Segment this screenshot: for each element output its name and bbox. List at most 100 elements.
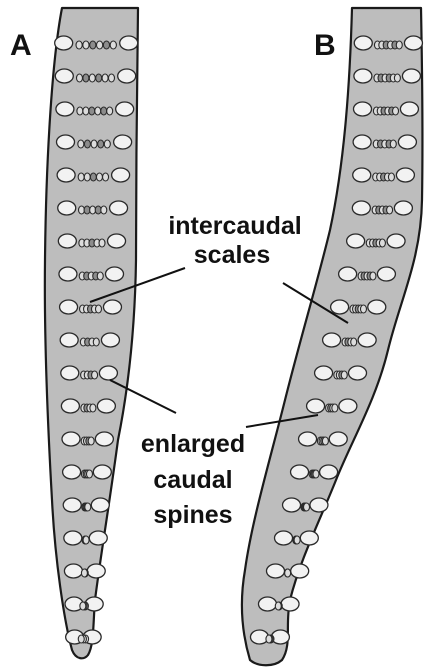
- spine: [116, 102, 134, 116]
- intercaudal-scale: [341, 371, 347, 379]
- enlarged-label-line3: spines: [153, 501, 232, 529]
- intercaudal-scale: [266, 635, 272, 643]
- spine: [329, 432, 347, 446]
- intercaudal-scale: [84, 173, 90, 181]
- spine: [299, 432, 317, 446]
- spine: [291, 465, 309, 479]
- spine: [404, 36, 422, 50]
- intercaudal-scale: [103, 41, 109, 49]
- spine: [97, 399, 115, 413]
- intercaudal-scale: [99, 239, 105, 247]
- spine: [358, 333, 376, 347]
- intercaudal-label: intercaudal: [168, 212, 301, 240]
- intercaudal-scale: [89, 107, 95, 115]
- intercaudal-scale: [110, 41, 116, 49]
- intercaudal-scale: [83, 41, 89, 49]
- spine: [60, 300, 78, 314]
- spine: [320, 465, 338, 479]
- spine: [87, 564, 105, 578]
- intercaudal-scale: [88, 437, 94, 445]
- spine: [353, 168, 371, 182]
- intercaudal-scale: [294, 536, 300, 544]
- intercaudal-scale: [83, 74, 89, 82]
- spine: [112, 168, 130, 182]
- intercaudal-scale: [393, 107, 399, 115]
- intercaudal-scale: [390, 140, 396, 148]
- intercaudal-scale: [351, 338, 357, 346]
- spine: [57, 135, 75, 149]
- intercaudal-scale: [96, 74, 102, 82]
- spine: [339, 267, 357, 281]
- spine: [63, 498, 81, 512]
- intercaudal-scale: [78, 635, 84, 643]
- intercaudal-scale: [77, 107, 83, 115]
- intercaudal-scale: [81, 569, 87, 577]
- intercaudal-scale: [76, 74, 82, 82]
- intercaudal-scale: [108, 74, 114, 82]
- intercaudal-scale: [275, 602, 281, 610]
- spine: [64, 564, 82, 578]
- spine: [110, 201, 128, 215]
- spine: [60, 333, 78, 347]
- intercaudal-scale: [89, 74, 95, 82]
- enlarged-label-line2: caudal: [153, 466, 232, 494]
- intercaudal-scale: [76, 41, 82, 49]
- spine: [61, 399, 79, 413]
- intercaudal-scale: [101, 206, 107, 214]
- intercaudal-scale: [102, 74, 108, 82]
- spine: [315, 366, 333, 380]
- spine: [394, 201, 412, 215]
- spine: [347, 234, 365, 248]
- spine: [258, 597, 276, 611]
- intercaudal-scale: [104, 140, 110, 148]
- spine: [118, 69, 136, 83]
- spine: [120, 36, 138, 50]
- intercaudal-scale: [103, 173, 109, 181]
- intercaudal-scale: [92, 371, 98, 379]
- spine: [400, 102, 418, 116]
- intercaudal-scale: [97, 41, 103, 49]
- intercaudal-scale: [91, 140, 97, 148]
- spine: [354, 36, 372, 50]
- spine: [387, 234, 405, 248]
- intercaudal-label-line2: scales: [194, 241, 270, 269]
- spine: [106, 267, 124, 281]
- spine: [103, 300, 121, 314]
- spine: [281, 597, 299, 611]
- intercaudal-scale: [93, 338, 99, 346]
- spine: [114, 135, 132, 149]
- intercaudal-scale: [101, 107, 107, 115]
- spine: [396, 168, 414, 182]
- intercaudal-scale: [90, 41, 96, 49]
- intercaudal-scale: [370, 272, 376, 280]
- intercaudal-scale: [313, 470, 319, 478]
- spine: [307, 399, 325, 413]
- spine: [99, 366, 117, 380]
- spine: [56, 102, 74, 116]
- intercaudal-scale: [84, 140, 90, 148]
- spine: [57, 168, 75, 182]
- intercaudal-scale: [95, 107, 101, 115]
- spine: [368, 300, 386, 314]
- intercaudal-scale: [78, 173, 84, 181]
- spine: [354, 69, 372, 83]
- spine: [58, 234, 76, 248]
- spine: [64, 531, 82, 545]
- spine: [62, 432, 80, 446]
- spine: [89, 531, 107, 545]
- spine: [59, 267, 77, 281]
- spine: [353, 102, 371, 116]
- spine: [108, 234, 126, 248]
- intercaudal-scale: [90, 173, 96, 181]
- intercaudal-scale: [85, 503, 91, 511]
- spine: [300, 531, 318, 545]
- spine: [58, 201, 76, 215]
- intercaudal-scale: [387, 206, 393, 214]
- enlarged-label: enlarged: [141, 430, 245, 458]
- spine: [101, 333, 119, 347]
- spine: [339, 399, 357, 413]
- spine: [377, 267, 395, 281]
- spine: [95, 432, 113, 446]
- intercaudal-scale: [96, 173, 102, 181]
